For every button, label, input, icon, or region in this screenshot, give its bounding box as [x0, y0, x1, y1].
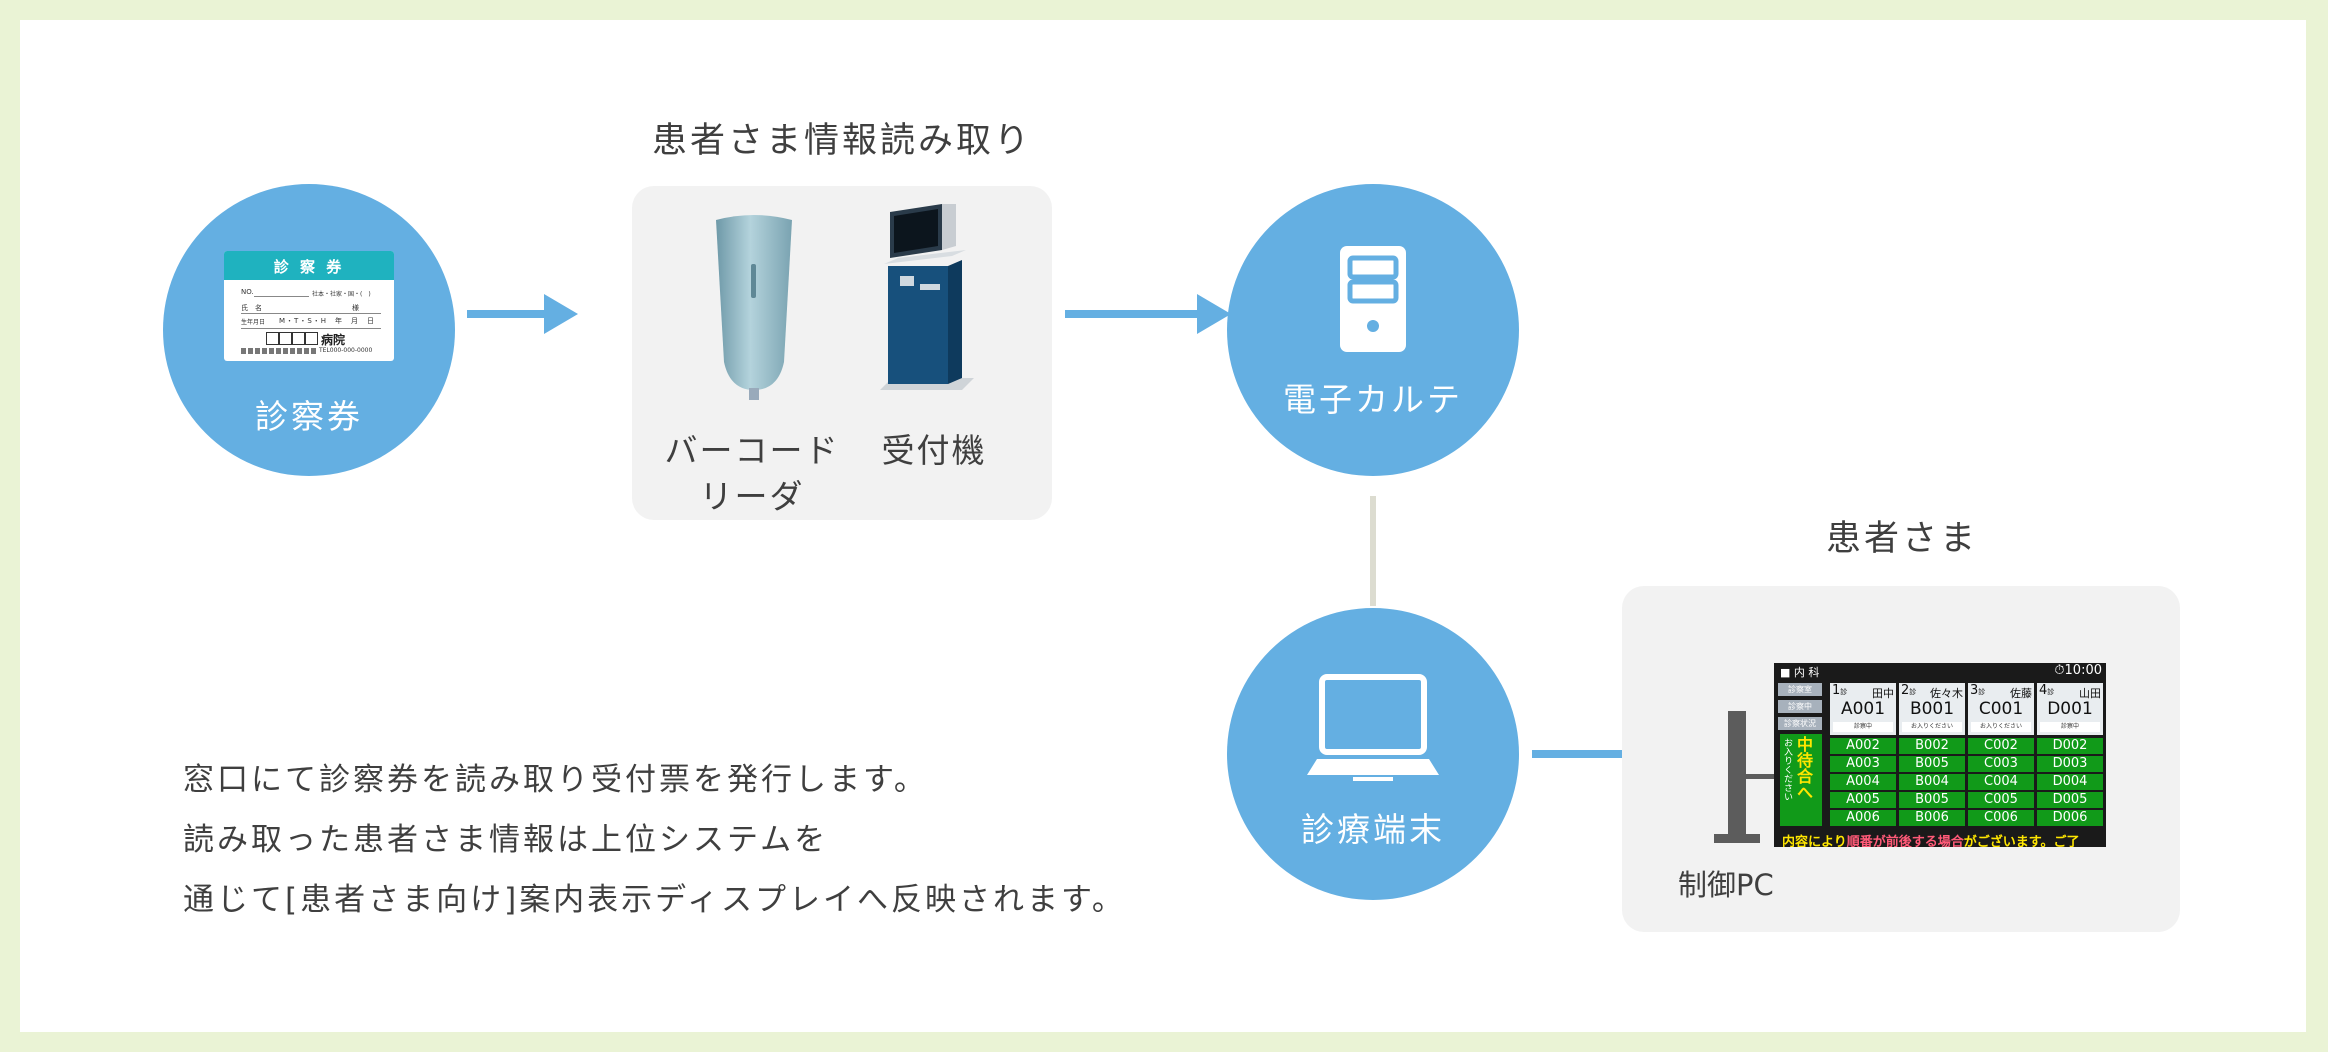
- patient-panel: 制御PC ■ 内 科 ⏱10:00 診察室 診察中 診察状況 中待合へ お入りく…: [1622, 586, 2180, 932]
- card-honorific: 様: [352, 304, 359, 312]
- card-icon: 診 察 券 NO. 社本・社家・国・( ) 氏 名 様 生年月日 M・T・S・H…: [224, 251, 394, 361]
- display-ticker: 内容により順番が前後する場合がございます。ご了: [1782, 835, 2080, 847]
- control-pc-label: 制御PC: [1678, 868, 1774, 902]
- arrow-head: [544, 294, 578, 334]
- arrow-head: [1197, 294, 1231, 334]
- side-label: 診察室: [1778, 683, 1822, 696]
- card-name-label: 氏 名: [241, 304, 262, 312]
- card-category: 社本・社家・国・( ): [312, 291, 371, 298]
- display-dept: ■ 内 科: [1780, 666, 1820, 679]
- arrow-card-to-reader: [467, 310, 547, 318]
- card-tel: TEL000-000-0000: [319, 347, 373, 354]
- terminal-circle: 診療端末: [1227, 608, 1519, 900]
- card-eras: M・T・S・H 年 月 日: [279, 317, 376, 325]
- side-label: 診察中: [1778, 700, 1822, 713]
- terminal-label: 診療端末: [1301, 810, 1445, 849]
- emr-circle: 電子カルテ: [1227, 184, 1519, 476]
- reader-heading: 患者さま情報読み取り: [651, 121, 1032, 161]
- server-icon: [1340, 246, 1406, 352]
- card-no: NO.: [241, 288, 254, 296]
- connector-line: [1370, 496, 1376, 606]
- card-hospital: 病院: [321, 333, 346, 347]
- room-column: 2診 佐々木 B001 お入りください B002 B005 B004 B005 …: [1899, 683, 1965, 826]
- barcode-reader-label: バーコード リーダ: [664, 431, 840, 516]
- room-column: 4診 山田 D001 診察中 D002 D003 D004 D005 D006: [2037, 683, 2103, 826]
- diagram-canvas: 診 察 券 NO. 社本・社家・国・( ) 氏 名 様 生年月日 M・T・S・H…: [20, 20, 2306, 1032]
- barcode-reader-icon: [716, 215, 792, 400]
- reader-panel: バーコード リーダ 受付機: [632, 186, 1052, 520]
- card-label: 診察券: [255, 397, 363, 436]
- display-clock: ⏱10:00: [2054, 663, 2102, 678]
- kiosk-icon: [880, 204, 974, 390]
- emr-label: 電子カルテ: [1283, 380, 1463, 419]
- guidance-display: ■ 内 科 ⏱10:00 診察室 診察中 診察状況 中待合へ お入りください 1…: [1774, 663, 2106, 847]
- card-circle: 診 察 券 NO. 社本・社家・国・( ) 氏 名 様 生年月日 M・T・S・H…: [163, 184, 455, 476]
- kiosk-label: 受付機: [881, 431, 987, 470]
- description-line: 通じて[患者さま向け]案内表示ディスプレイへ反映されます。: [183, 882, 1126, 918]
- description-line: 読み取った患者さま情報は上位システムを: [183, 822, 829, 858]
- control-pc-icon: [1728, 711, 1746, 843]
- arrow-terminal-to-display: [1532, 750, 1632, 758]
- card-title: 診 察 券: [273, 258, 345, 276]
- description-line: 窓口にて診察券を読み取り受付票を発行します。: [183, 762, 928, 798]
- side-label: 診察状況: [1778, 717, 1822, 730]
- laptop-icon: [1307, 674, 1439, 781]
- patient-heading: 患者さま: [1825, 519, 1978, 559]
- room-column: 1診 田中 A001 診察中 A002 A003 A004 A005 A006: [1830, 683, 1896, 826]
- arrow-reader-to-emr: [1065, 310, 1200, 318]
- room-column: 3診 佐藤 C001 お入りください C002 C003 C004 C005 C…: [1968, 683, 2034, 826]
- card-dob-label: 生年月日: [241, 319, 266, 326]
- waiting-box: 中待合へ お入りください: [1780, 734, 1822, 826]
